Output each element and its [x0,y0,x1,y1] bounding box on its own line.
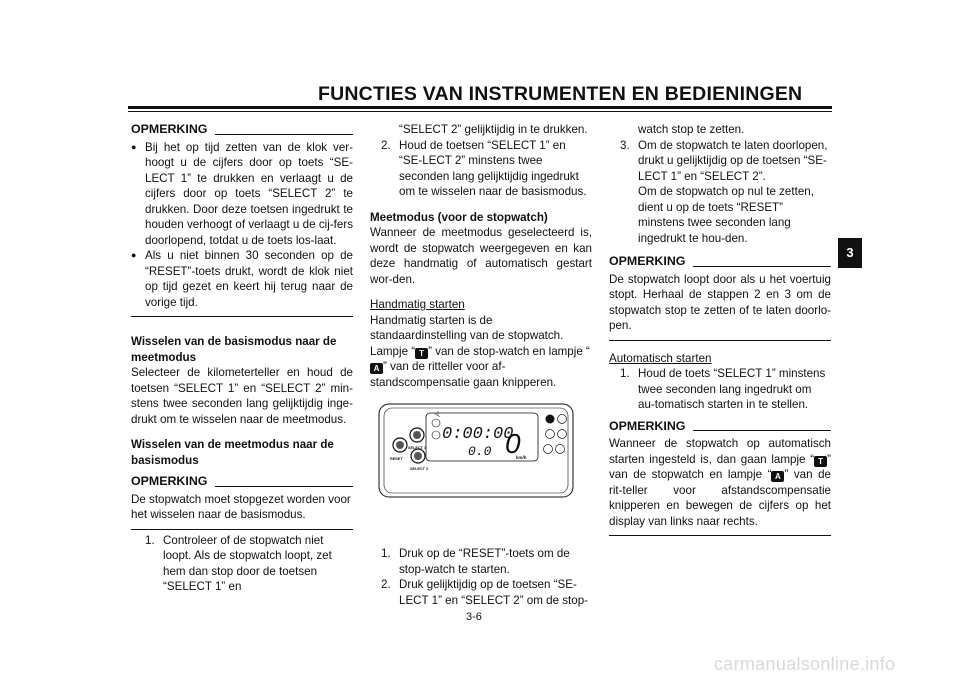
note-text: De stopwatch loopt door als u het voertu… [609,272,831,333]
high-beam-lamp-icon [557,429,567,439]
column-2: “SELECT 2” gelijktijdig in te drukken. 2… [370,122,592,608]
note-end-rule [609,339,831,341]
paragraph: Wanneer de meetmodus geselecteerd is, wo… [370,226,592,286]
section-tab: 3 [838,238,862,268]
header-rule [128,106,832,109]
stopwatch-lamp-icon: T [814,455,828,467]
bullet-item: ●Bij het op tijd zetten van de klok ver-… [131,140,353,247]
note-end-rule [609,535,831,536]
note-heading: OPMERKING [609,254,831,270]
numbered-step: 3.Om de stopwatch te laten doorlopen, dr… [620,138,828,245]
page-number: 3-6 [466,611,482,623]
step-continuation: watch stop te zetten. [638,123,745,136]
numbered-step: 1.Houd de toets “SELECT 1” minstens twee… [620,367,826,411]
section-heading: Wisselen van de meetmodus naar de basism… [131,438,334,467]
engine-lamp-icon [555,444,565,454]
watermark: carmanualsonline.info [714,654,896,674]
display-gear: 0 [505,428,521,459]
warning-lamp-icon [545,429,555,439]
header-rule-thin [128,111,832,112]
select2-label: SELECT 2 [410,467,428,471]
step-continuation: “SELECT 2” gelijktijdig in te drukken. [399,123,588,136]
note-text: Wanneer de stopwatch op automatisch star… [609,437,831,528]
select1-label: SELECT 1 [408,446,426,450]
stopwatch-lamp-icon: T [415,347,429,359]
reset-label: RESET [390,457,403,461]
display-time: 0:00:00 [442,425,513,444]
indicator-lamp-icon [545,414,555,424]
note-heading: OPMERKING [131,122,353,138]
column-3: watch stop te zetten. 3.Om de stopwatch … [609,122,831,536]
column-1: OPMERKING ●Bij het op tijd zetten van de… [131,122,353,595]
trip-indicator-icon [431,430,441,440]
stopwatch-indicator-icon [431,418,441,428]
paragraph: Handmatig starten is de standaardinstell… [370,313,590,389]
page-header-title: FUNCTIES VAN INSTRUMENTEN EN BEDIENINGEN [318,83,803,105]
trip-lamp-icon: A [771,471,785,482]
display-trip: 0.0 [468,444,492,459]
subheading: Handmatig starten [370,298,465,311]
section-heading: Wisselen van de basismodus naar de meetm… [131,335,337,364]
bullet-item: ●Als u niet binnen 30 seconden op de “RE… [131,249,353,309]
instrument-panel-figure: 0:00:00 0.0 0 km/h SELECT 1 RESET SELECT… [378,403,574,498]
numbered-step: 2.Druk gelijktijdig op de toetsen “SE-LE… [381,578,589,607]
note-end-rule [131,316,353,317]
trip-lamp-icon: A [370,363,383,374]
neutral-lamp-icon [557,414,567,424]
numbered-step: 1.Druk op de “RESET”-toets om de stop-wa… [381,547,570,576]
display-unit: km/h [516,455,527,460]
note-end-rule [131,528,353,530]
bullet-icon: ● [131,250,137,260]
subheading: Automatisch starten [609,351,712,365]
bullet-icon: ● [131,141,137,152]
oil-lamp-icon [543,444,553,454]
note-text: De stopwatch moet stopgezet worden voor … [131,492,351,522]
paragraph: Selecteer de kilometerteller en houd de … [131,366,353,426]
section-heading: Meetmodus (voor de stopwatch) [370,210,548,224]
numbered-step: 1.Controleer of de stopwatch niet loopt.… [145,533,332,594]
note-heading: OPMERKING [609,419,831,435]
numbered-step: 2.Houd de toetsen “SELECT 1” en “SE-LECT… [381,138,587,199]
note-heading: OPMERKING [131,474,353,490]
